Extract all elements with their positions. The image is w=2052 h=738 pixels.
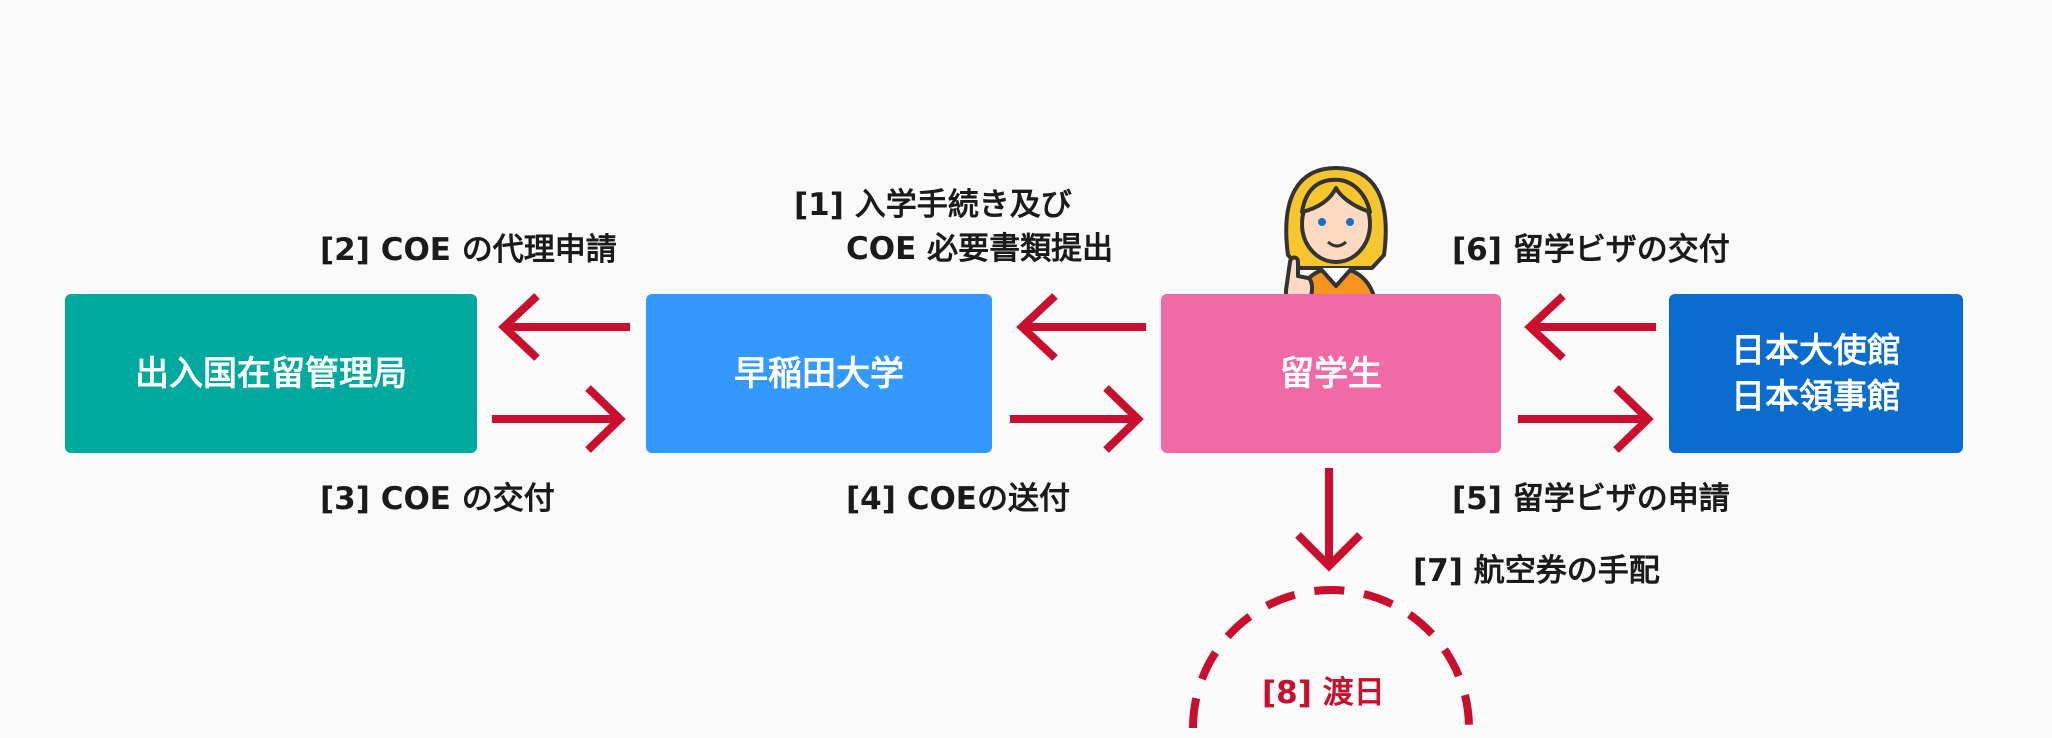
step-1-line2: COE 必要書類提出 (846, 231, 1114, 267)
step-3-label: [3] COE の交付 (320, 481, 555, 517)
step-8-label: [8] 渡日 (1262, 675, 1385, 711)
arrow-down-step7 (1295, 468, 1363, 572)
step-1-label: [1] 入学手続き及び COE 必要書類提出 (794, 183, 1113, 271)
arrival-dashed-arc (1189, 586, 1473, 729)
node-waseda-university: 早稲田大学 (646, 294, 992, 453)
arrow-right-step5 (1518, 385, 1654, 453)
arrow-right-step4 (1010, 385, 1144, 453)
step-4-label: [4] COEの送付 (846, 481, 1070, 517)
node-embassy-label-line1: 日本大使館 (1731, 330, 1901, 371)
step-7-label: [7] 航空券の手配 (1413, 553, 1660, 589)
node-immigration-label: 出入国在留管理局 (135, 353, 407, 394)
node-embassy-consulate: 日本大使館 日本領事館 (1669, 294, 1963, 453)
girl-pointing-icon (1284, 166, 1388, 307)
node-waseda-label: 早稲田大学 (734, 353, 904, 394)
node-student-label: 留学生 (1280, 353, 1382, 394)
node-immigration-bureau: 出入国在留管理局 (65, 294, 477, 453)
step-2-label: [2] COE の代理申請 (320, 232, 617, 268)
step-6-label: [6] 留学ビザの交付 (1452, 232, 1730, 268)
node-embassy-label-line2: 日本領事館 (1731, 376, 1901, 417)
arrow-left-step2 (498, 293, 630, 361)
node-student: 留学生 (1161, 294, 1501, 453)
arrow-left-step6 (1524, 293, 1656, 361)
step-1-line1: [1] 入学手続き及び (794, 187, 1072, 223)
step-5-label: [5] 留学ビザの申請 (1452, 481, 1730, 517)
arrow-right-step3 (492, 385, 626, 453)
arrow-left-step1 (1016, 293, 1146, 361)
